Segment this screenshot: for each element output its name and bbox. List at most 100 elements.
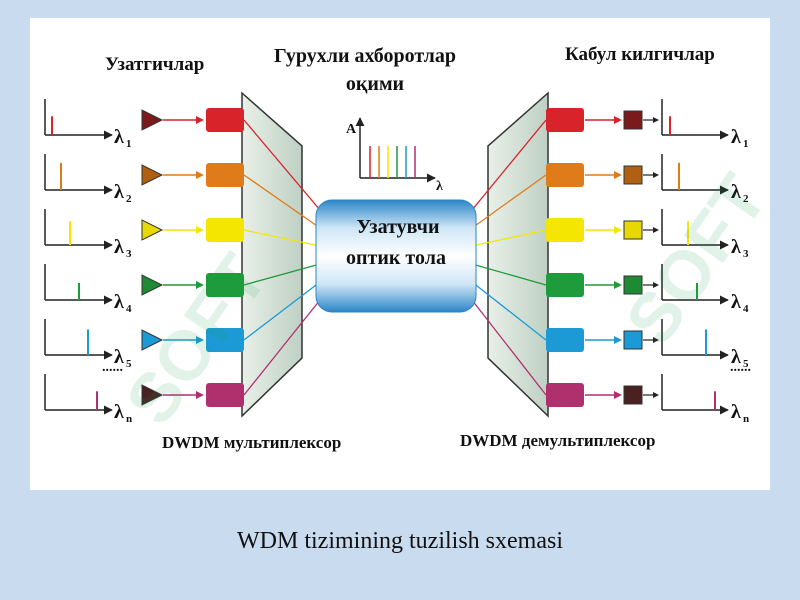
demux-fan-line: [471, 119, 547, 211]
rx-wavelength-sub: 4: [743, 303, 749, 315]
demux-fan-line: [471, 299, 547, 396]
fan-lines: [243, 119, 547, 396]
tx-laser-triangle: [141, 384, 164, 406]
tx-link-arrow: [196, 226, 204, 234]
rx-dots: ......: [730, 360, 751, 375]
rx-wavelength-sub: 1: [743, 138, 749, 150]
rx-detector: [623, 275, 643, 295]
mux-fan-line: [243, 174, 321, 229]
rx-filter-block: [546, 383, 584, 407]
mux-label: DWDM мультиплексор: [162, 433, 341, 452]
tx-source-block: [206, 163, 244, 187]
rx-wavelength-label: λ: [731, 181, 741, 203]
tx-wavelength-sub: n: [126, 413, 132, 425]
tx-source-block: [206, 328, 244, 352]
rx-filter-block: [546, 273, 584, 297]
rx-link-arrow: [614, 226, 622, 234]
rx-link-arrow: [614, 281, 622, 289]
rx-out-arrow: [653, 227, 659, 233]
multiplexer-body: [241, 91, 303, 418]
demux-fan-line: [471, 229, 547, 247]
tx-wavelength-label: λ: [114, 126, 124, 148]
mux-fan-line: [243, 281, 321, 341]
tx-wavelength-label: λ: [114, 346, 124, 368]
demux-fan-line: [471, 174, 547, 229]
optical-fiber: Узатувчи оптик тола: [315, 199, 477, 313]
rx-link-arrow: [614, 391, 622, 399]
rx-wavelength-label: λ: [731, 126, 741, 148]
rx-wavelength-sub: n: [743, 413, 749, 425]
tx-wavelength-sub: 1: [126, 138, 132, 150]
fiber-label-line1: Узатувчи: [357, 216, 440, 238]
tx-link-arrow: [196, 171, 204, 179]
tx-dots: ......: [102, 360, 123, 375]
rx-filter-block: [546, 218, 584, 242]
group-stream-label-line2: оқими: [346, 73, 404, 95]
rx-out-arrow: [653, 117, 659, 123]
tx-link-arrow: [196, 391, 204, 399]
tx-laser-triangle: [141, 274, 164, 296]
mux-fan-line: [243, 299, 321, 396]
tx-source-block: [206, 108, 244, 132]
tx-source-block: [206, 273, 244, 297]
watermark-text-left: SOFT: [111, 241, 282, 439]
rx-detector: [623, 110, 643, 130]
mux-fan-line: [243, 119, 321, 211]
rx-detector: [623, 385, 643, 405]
rx-filter-block: [546, 108, 584, 132]
tx-wavelength-sub: 4: [126, 303, 132, 315]
tx-link-arrow: [196, 116, 204, 124]
rx-detector: [623, 330, 643, 350]
rx-link-arrow: [614, 116, 622, 124]
rx-out-arrow: [653, 282, 659, 288]
receivers-label: Кабул килгичлар: [565, 44, 715, 65]
tx-laser-triangle: [141, 219, 164, 241]
group-stream-label-line1: Гурухли ахборотлар: [274, 45, 456, 67]
rx-wavelength-label: λ: [731, 291, 741, 313]
wdm-diagram: Узатгичлар Гурухли ахборотлар оқими Кабу…: [44, 44, 751, 452]
tx-source-block: [206, 218, 244, 242]
rx-detector: [623, 220, 643, 240]
rx-wavelength-label: λ: [731, 346, 741, 368]
tx-wavelength-sub: 5: [126, 358, 132, 370]
caption: WDM tizimining tuzilish sxemasi: [237, 528, 563, 554]
rx-out-arrow: [653, 337, 659, 343]
tx-source-block: [206, 383, 244, 407]
diagram-panel: Узатгичлар Гурухли ахборотлар оқими Кабу…: [30, 18, 770, 490]
watermark-text-right: SOFT: [611, 161, 782, 359]
tx-laser-triangle: [141, 164, 164, 186]
rx-wavelength-sub: 2: [743, 193, 749, 205]
rx-out-arrow: [653, 172, 659, 178]
tx-laser-triangle: [141, 329, 164, 351]
demux-fan-line: [471, 281, 547, 341]
mux-fan-line: [243, 229, 321, 247]
demux-fan-line: [471, 263, 547, 286]
tx-laser-triangle: [141, 109, 164, 131]
rx-wavelength-label: λ: [731, 236, 741, 258]
rx-detector: [623, 165, 643, 185]
tx-link-arrow: [196, 336, 204, 344]
tx-wavelength-label: λ: [114, 236, 124, 258]
tx-link-arrow: [196, 281, 204, 289]
rx-wavelength-label: λ: [731, 401, 741, 423]
transmitters-label: Узатгичлар: [105, 54, 204, 75]
rx-wavelength-sub: 3: [743, 248, 749, 260]
tx-wavelength-sub: 3: [126, 248, 132, 260]
mux-fan-line: [243, 263, 321, 286]
tx-wavelength-sub: 2: [126, 193, 132, 205]
rx-filter-block: [546, 163, 584, 187]
